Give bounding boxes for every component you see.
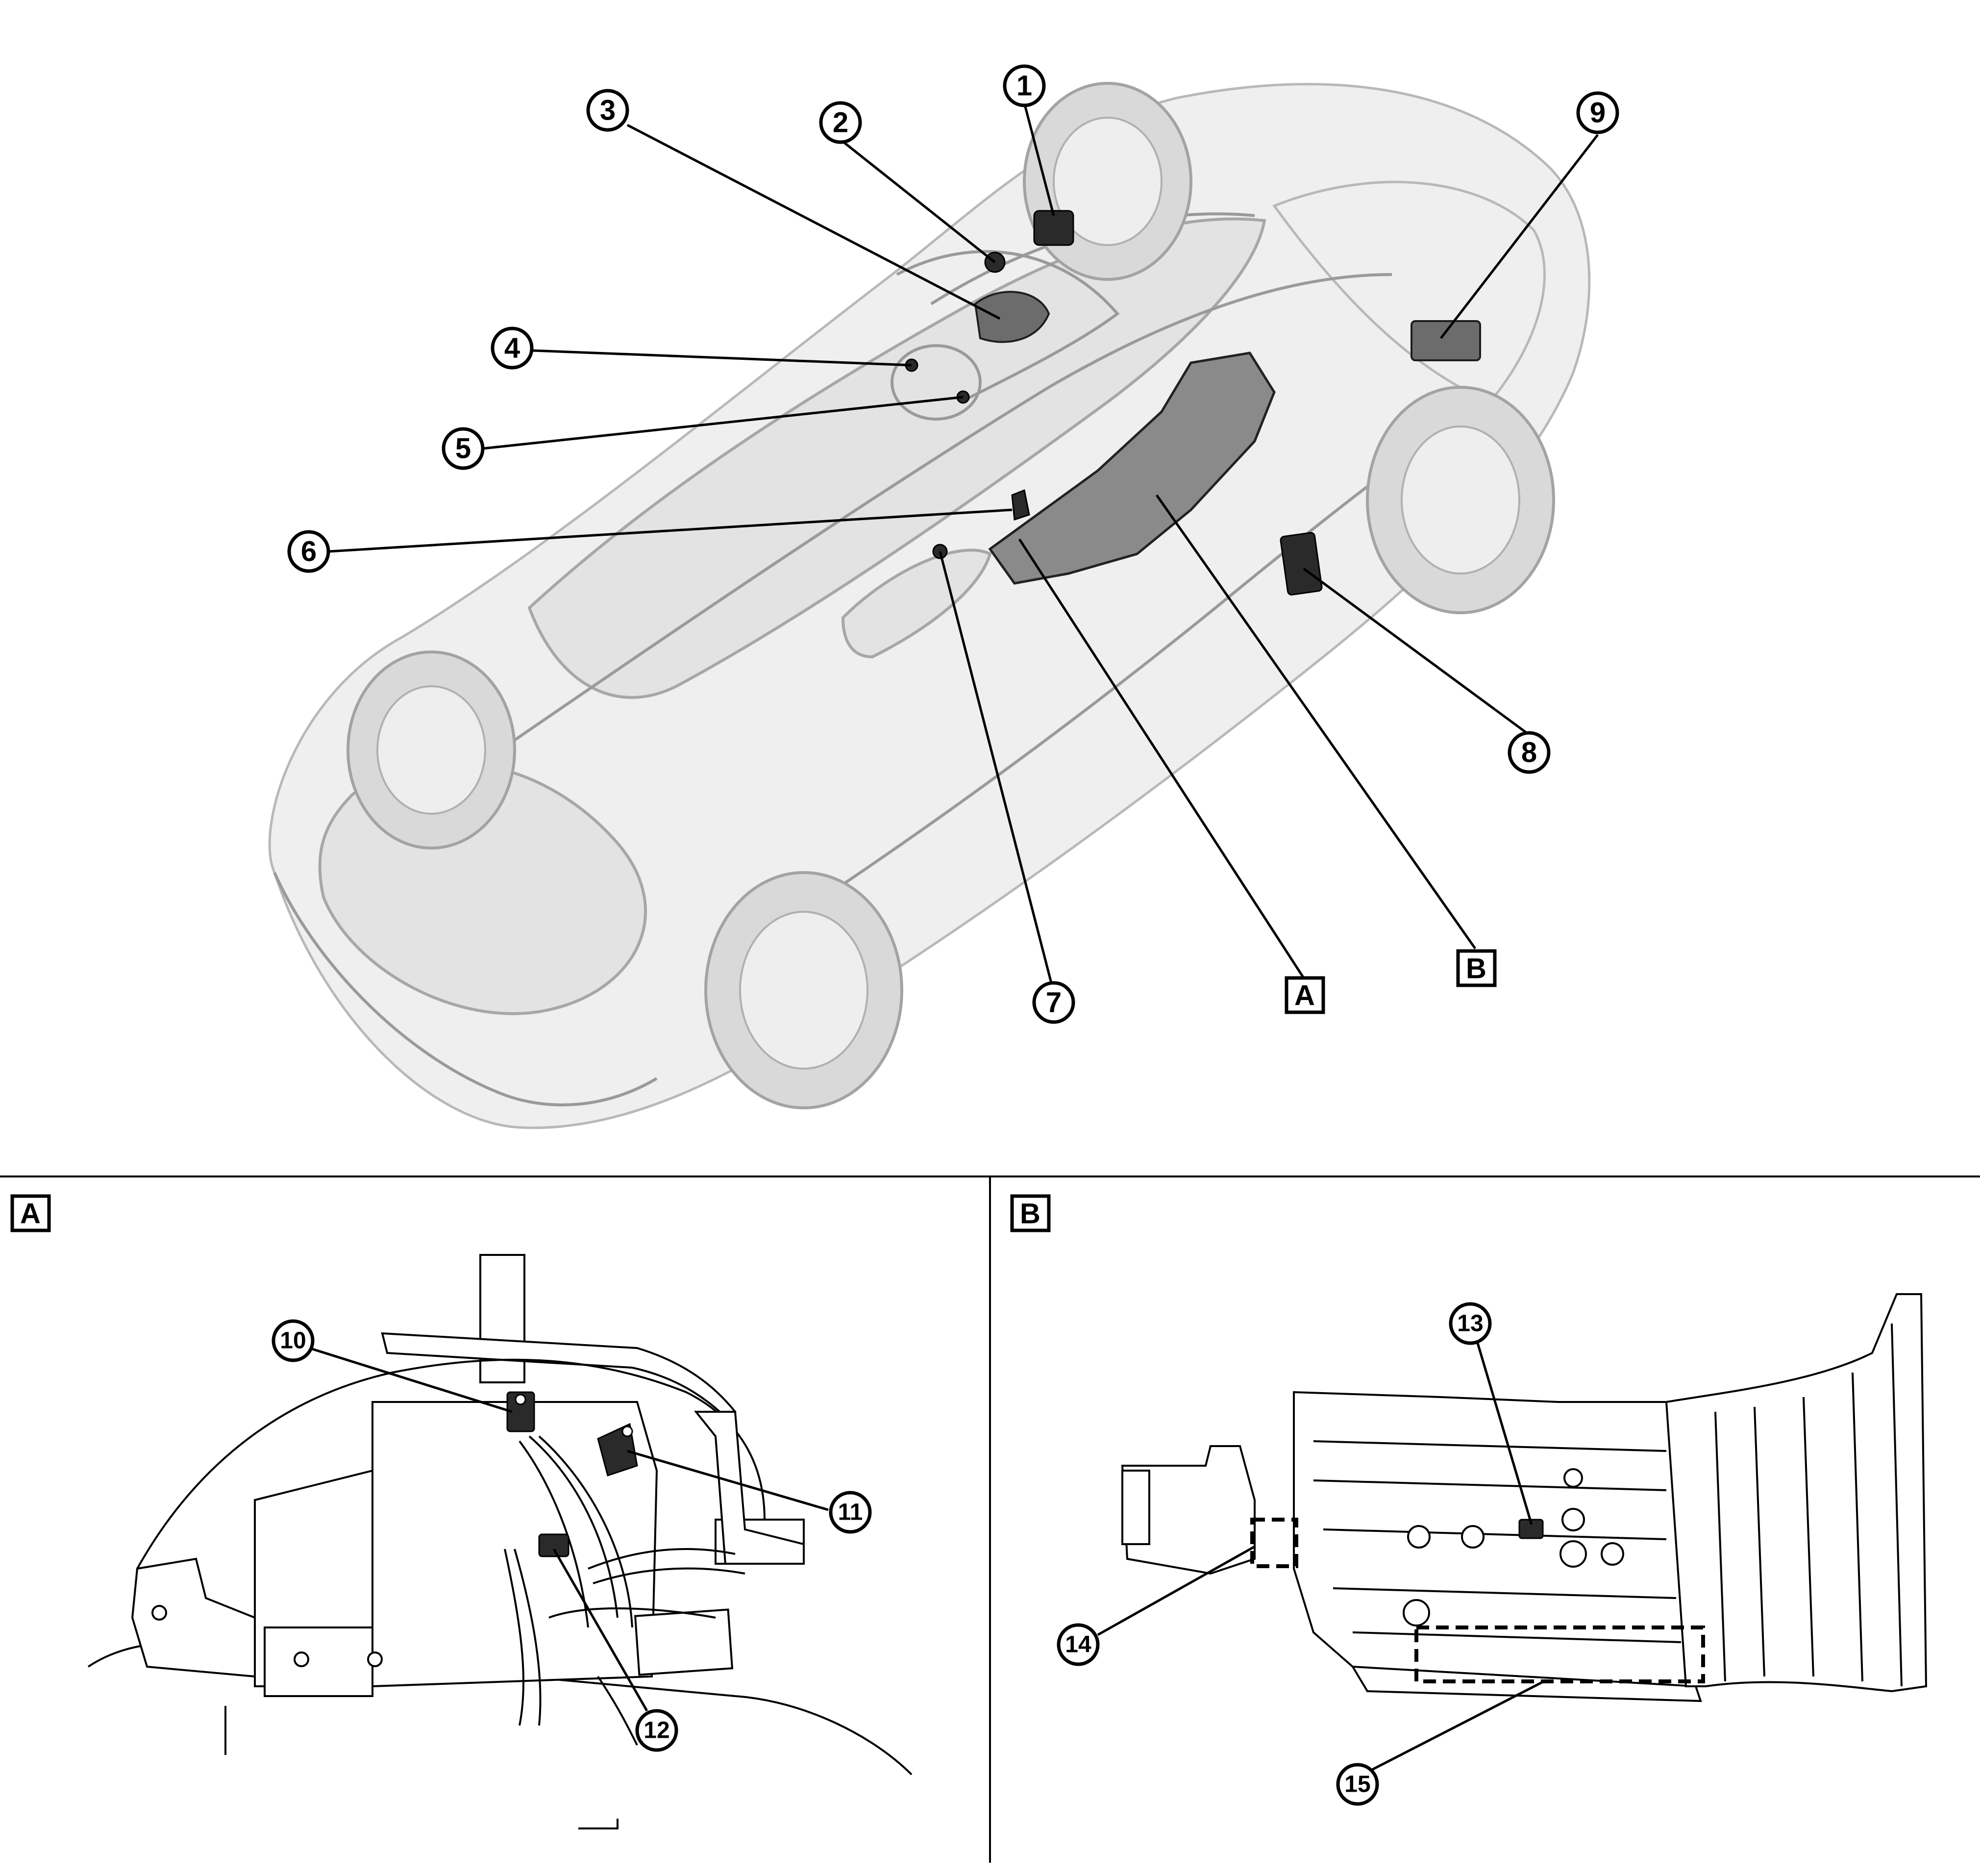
svg-text:14: 14	[1065, 1632, 1091, 1658]
case-detail-lines	[1313, 1440, 1682, 1643]
rear-bumper	[273, 872, 658, 1106]
svg-text:5: 5	[455, 433, 471, 465]
component-1-module	[1033, 210, 1074, 246]
svg-text:1: 1	[1016, 70, 1032, 102]
svg-text:6: 6	[301, 536, 317, 568]
floor-contour	[87, 1642, 913, 1776]
dashboard	[896, 250, 1120, 403]
panel-b-label: B	[1010, 1194, 1051, 1232]
callout-9: 9	[1576, 91, 1619, 134]
svg-text:11: 11	[838, 1500, 863, 1526]
component-10-switch	[506, 1391, 535, 1432]
callout-1: 1	[1003, 64, 1046, 107]
transmission-case	[1293, 1391, 1687, 1698]
svg-text:13: 13	[1457, 1311, 1483, 1337]
svg-text:A: A	[20, 1198, 41, 1230]
callout-15: 15	[1336, 1763, 1379, 1806]
detail-b-transmission	[1121, 1293, 1928, 1702]
callout-8: 8	[1508, 731, 1551, 774]
top-leader-lines	[328, 102, 1599, 983]
callout-7: 7	[1032, 981, 1075, 1024]
callout-5: 5	[442, 427, 485, 470]
base-bracket-left	[131, 1557, 256, 1678]
svg-text:9: 9	[1590, 97, 1606, 129]
output-flange	[1121, 1470, 1150, 1545]
component-8-module	[1280, 532, 1323, 596]
svg-text:12: 12	[644, 1718, 669, 1744]
belt-line	[421, 273, 1392, 805]
component-15-area	[1414, 1626, 1705, 1683]
callout-13: 13	[1449, 1302, 1492, 1345]
svg-text:2: 2	[833, 107, 848, 139]
bell-housing-ribs	[1714, 1323, 1903, 1687]
panel-a-label: A	[10, 1194, 51, 1232]
component-9-module	[1411, 320, 1481, 361]
callout-11: 11	[829, 1491, 872, 1534]
wheel-rear-right	[704, 871, 903, 1109]
svg-text:B: B	[1020, 1198, 1040, 1230]
main-view-label-b: B	[1456, 949, 1497, 987]
svg-text:4: 4	[504, 332, 520, 364]
wire-harness-3	[504, 1549, 638, 1746]
svg-text:15: 15	[1344, 1772, 1370, 1798]
callout-10: 10	[272, 1319, 315, 1362]
detail-a-shifter-assembly	[87, 1254, 913, 1829]
main-view-label-a: A	[1285, 976, 1325, 1014]
bracket-block	[264, 1626, 373, 1697]
callout-12: 12	[635, 1709, 678, 1752]
wheel-front-right	[1366, 386, 1555, 614]
wheel-rear-left	[346, 650, 516, 850]
car-overview	[268, 82, 1591, 1129]
right-module	[634, 1608, 734, 1676]
component-12-connector	[538, 1533, 569, 1557]
component-14-area	[1250, 1518, 1298, 1568]
callout-14: 14	[1057, 1623, 1100, 1666]
svg-text:10: 10	[280, 1328, 306, 1354]
wire-harness-1	[519, 1435, 633, 1628]
callout-6: 6	[287, 530, 330, 573]
svg-text:B: B	[1466, 953, 1486, 985]
shift-lever-shaft	[479, 1254, 525, 1383]
bell-housing	[1665, 1293, 1928, 1693]
component-11-sensor	[597, 1423, 638, 1476]
wire-harness-2	[548, 1548, 745, 1619]
svg-text:8: 8	[1521, 737, 1537, 769]
component-6-shifter	[1011, 489, 1030, 521]
floor-lower-contour	[224, 1706, 619, 1829]
svg-text:A: A	[1294, 980, 1315, 1012]
center-console	[841, 549, 992, 659]
callout-3: 3	[586, 89, 629, 132]
svg-text:7: 7	[1046, 987, 1062, 1019]
steering-wheel	[891, 344, 982, 421]
output-housing	[1121, 1445, 1256, 1575]
right-support	[693, 1411, 805, 1565]
wheel-front-left	[1023, 82, 1192, 281]
transmission-in-car	[988, 351, 1276, 585]
component-3-cluster	[974, 291, 1050, 343]
svg-text:3: 3	[600, 95, 616, 126]
callout-4: 4	[491, 326, 534, 370]
callout-2: 2	[819, 101, 862, 144]
